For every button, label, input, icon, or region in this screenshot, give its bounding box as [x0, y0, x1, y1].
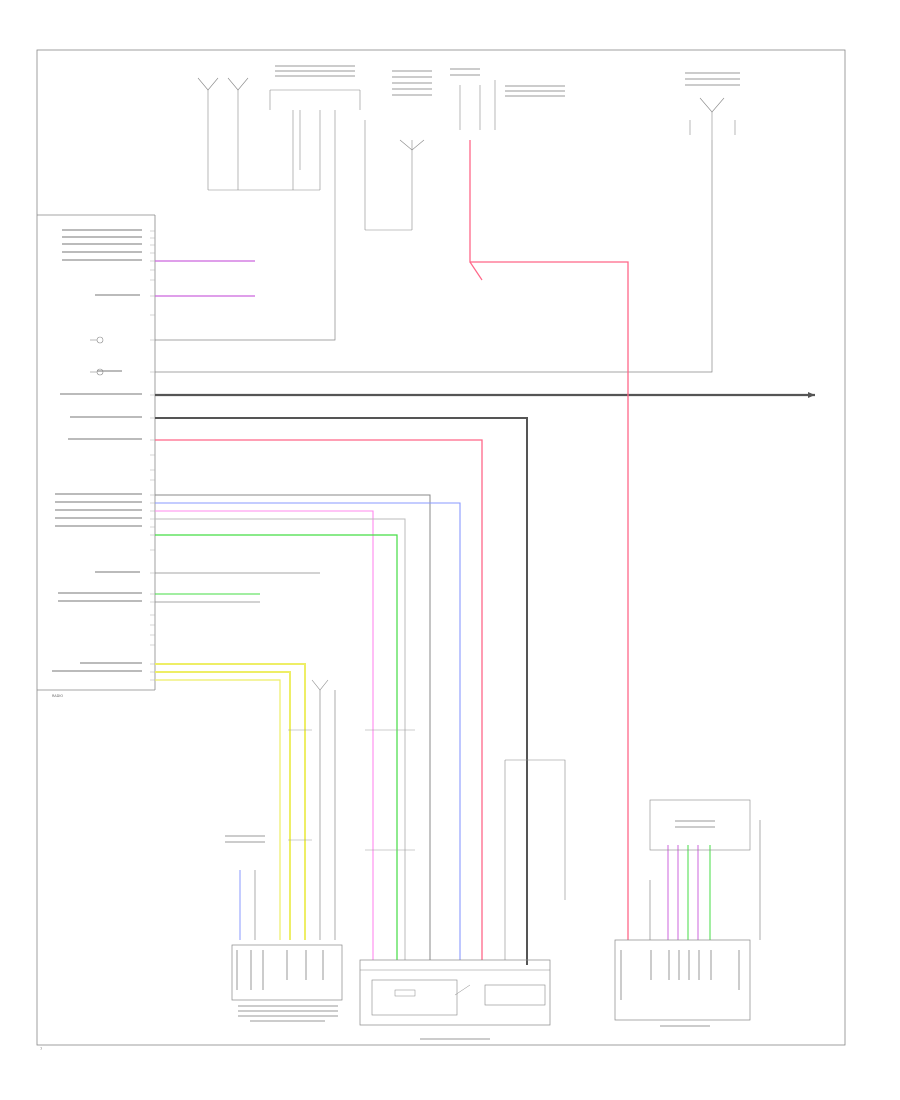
wire-power: [469, 140, 629, 940]
bottom-module-center: [359, 959, 551, 1040]
top-connector: [269, 89, 361, 270]
wire-audio-blue: [155, 502, 461, 960]
wire-audio-green: [155, 534, 398, 960]
wire-yellow: [155, 671, 291, 940]
antenna-icon: [689, 97, 736, 140]
wire-audio-lightgray: [155, 518, 406, 960]
connector-arrow-icon: [808, 392, 815, 398]
wire-yellow: [155, 663, 306, 940]
diagram-frame: [36, 49, 846, 1046]
wire-power: [155, 439, 483, 960]
footer-code: 7: [40, 1047, 42, 1051]
radio-module-label: RADIO: [52, 694, 63, 698]
top-mic-box: [364, 120, 425, 231]
bottom-module-right: [614, 799, 751, 1027]
ground-symbol-icon: [90, 336, 104, 376]
radio-module: RADIO: [37, 214, 156, 698]
antenna-icon: [197, 77, 320, 191]
wire-yellow: [155, 679, 281, 940]
bottom-module-left: [225, 835, 343, 1022]
wire-audio-gray: [155, 494, 431, 960]
wire-gray: [155, 270, 336, 341]
wire-gray: [155, 140, 713, 373]
antenna-icon: [311, 679, 329, 691]
wire-audio-pink: [155, 510, 374, 960]
wire-ground: [155, 417, 528, 965]
